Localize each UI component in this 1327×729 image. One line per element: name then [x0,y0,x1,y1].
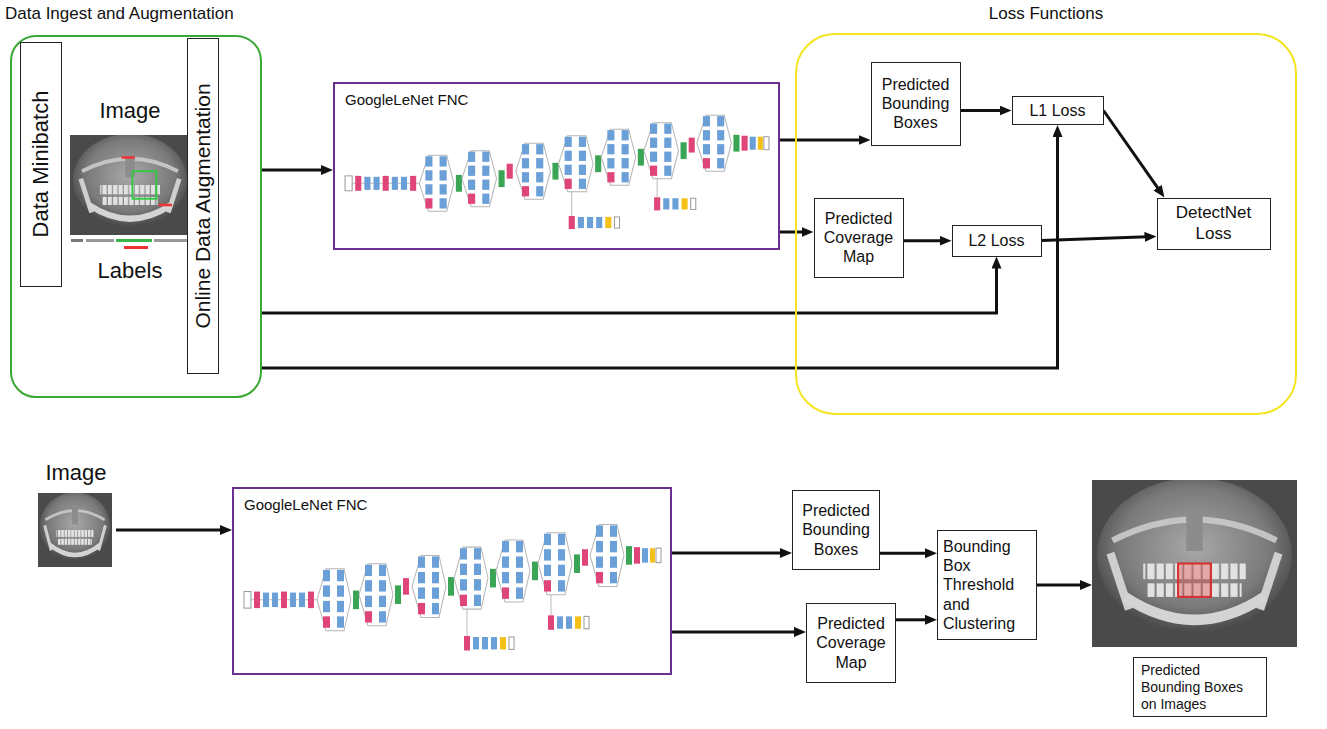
output-xray-image [1092,480,1297,647]
arrow-connector [672,630,797,633]
arrow-connector [262,169,324,172]
network-label: GoogleLeNet FNC [345,91,468,108]
arrow-connector [672,552,783,555]
label-strip-part [71,239,83,242]
training-xray-image-part [122,156,135,159]
network-illustration [242,512,662,667]
region-box: Loss FunctionsPredicted Bounding BoxesL1… [795,33,1297,415]
box-label: Predicted Coverage Map [812,614,890,672]
box-label: Predicted Coverage Map [820,209,898,267]
input-xray-thumbnail [38,493,112,567]
box-text-group: L2 Loss [968,231,1024,250]
training-xray-image [70,135,190,235]
output-xray-image-part [1092,480,1297,647]
image-block: Image [36,460,116,572]
box-text-group: Predicted Coverage Map [820,209,898,267]
process-box: Predicted Coverage Map [814,198,904,278]
label-strip-part [124,246,148,249]
output-image-block: Predicted Bounding Boxes on Images [1092,480,1297,712]
region-heading: Loss Functions [797,4,1295,24]
arrow-connector [880,552,928,555]
training-xray-image-part [132,171,156,199]
training-xray-image-part [159,204,172,207]
process-box: DetectNet Loss [1157,198,1271,250]
image-block: ImageLabels [68,98,193,284]
box-text-group: L1 Loss [1029,101,1085,120]
box-label: Online Data Augmentation [191,83,214,328]
process-box: Predicted Coverage Map [806,603,896,683]
box-label: DetectNet Loss [1163,203,1265,244]
caption-text: Predicted Bounding Boxes on Images [1141,662,1252,712]
process-box: Bounding Box Threshold and Clustering [937,530,1037,640]
box-label: Predicted Bounding Boxes [877,75,955,133]
box-text-group: Predicted Bounding Boxes [877,75,955,133]
box-label: Predicted Bounding Boxes [798,501,874,559]
box-text-group: Predicted Bounding Boxes [798,501,874,559]
label-strip-part [116,239,152,242]
arrow-connector [904,239,943,242]
network-box: GoogleLeNet FNC [232,487,672,675]
region-box: Data Ingest and AugmentationData Minibat… [10,35,262,398]
image-caption: Image [99,98,160,124]
vertical-label-box: Data Minibatch [20,42,62,287]
box-label: Bounding Box Threshold and Clustering [943,537,1031,633]
arrow-connector [780,139,862,142]
box-text-group: Predicted Coverage Map [812,614,890,672]
arrow-connector [896,618,928,621]
box-text-group: Bounding Box Threshold and Clustering [943,537,1031,633]
network-illustration [343,104,770,244]
arrow-connector [116,529,223,532]
arrow-connector [780,231,805,234]
input-xray-thumbnail-part [38,493,112,567]
process-box: Predicted Bounding Boxes [871,62,961,146]
label-strip-part [154,239,188,242]
network-illustration-part [345,115,769,229]
arrow-connector [1042,237,1148,241]
image-caption: Labels [98,258,163,284]
arrow-connector [961,109,1003,112]
network-illustration-part [244,524,661,650]
training-xray-image-part [70,135,190,235]
label-strip [70,237,190,251]
image-caption: Image [45,460,106,486]
process-box: L2 Loss [952,225,1042,257]
region-heading: Data Ingest and Augmentation [5,4,234,24]
network-label: GoogleLeNet FNC [244,496,367,513]
process-box: L1 Loss [1012,96,1104,125]
label-strip-part [86,239,114,242]
box-text-group: DetectNet Loss [1163,203,1265,244]
box-label: Data Minibatch [28,91,52,238]
caption-box: Predicted Bounding Boxes on Images [1133,657,1267,717]
output-xray-image-part [1178,564,1211,597]
box-label: L2 Loss [968,231,1024,250]
arrow-connector [1104,111,1160,191]
arrow-connector [1037,584,1083,587]
arrow-connector [262,134,1058,368]
vertical-label-box: Online Data Augmentation [187,38,219,374]
network-box: GoogleLeNet FNC [333,82,780,250]
box-label: L1 Loss [1029,101,1085,120]
process-box: Predicted Bounding Boxes [792,490,880,570]
